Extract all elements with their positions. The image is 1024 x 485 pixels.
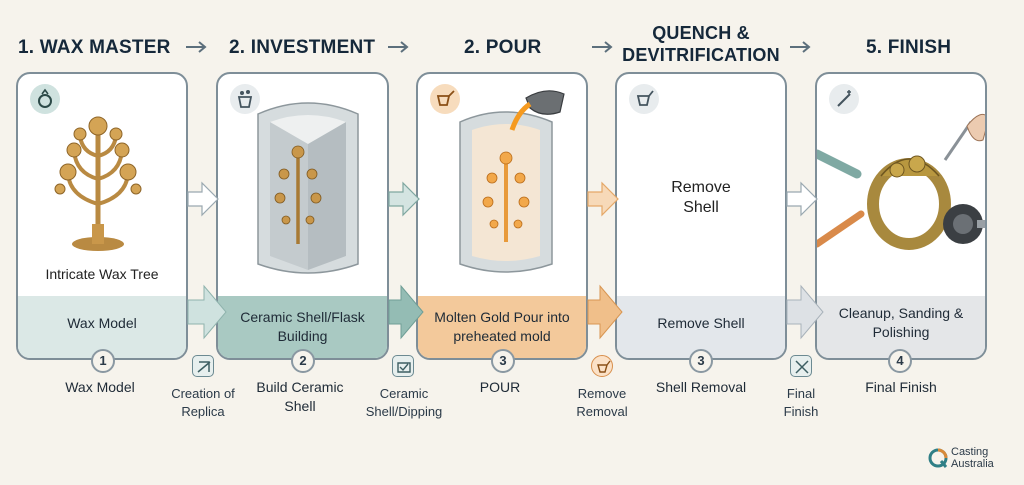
title-arrow-2 — [388, 41, 409, 53]
band-arrow-3 — [587, 284, 623, 340]
band-arrow-2 — [388, 284, 424, 340]
title-arrow-3 — [592, 41, 613, 53]
step-number-4: 4 — [888, 349, 912, 373]
title-arrow-1 — [186, 41, 207, 53]
sparkle-wand-icon — [829, 84, 859, 114]
transition-label-2: Ceramic Shell/Dipping — [365, 386, 443, 419]
stage-title-investment: 2. INVESTMENT — [229, 37, 376, 58]
transition-label-3: Remove Removal — [576, 386, 628, 419]
step-number-2: 2 — [291, 349, 315, 373]
step-label-pour: POUR — [479, 379, 521, 395]
band-wax: Wax Model — [18, 296, 186, 358]
band-text-finish: Cleanup, Sanding & Polishing — [838, 305, 964, 340]
card-text-wax: Intricate Wax Tree — [45, 266, 159, 282]
dipping-icon — [392, 355, 414, 377]
stage-title-wax-master: 1. WAX MASTER — [18, 37, 171, 58]
ladle-icon — [430, 84, 460, 114]
step-number-1: 1 — [91, 349, 115, 373]
pour-illustration — [459, 90, 565, 273]
wax-tree-illustration — [54, 116, 142, 251]
stage-title-finish: 5. FINISH — [866, 37, 952, 58]
stage-card-quench: Remove Shell Remove Shell — [615, 72, 787, 360]
step-label-investment: Build Ceramic Shell — [256, 379, 344, 414]
ring-icon — [30, 84, 60, 114]
step-label-finish: Final Finish — [865, 379, 937, 395]
stage-title-quench: QUENCH & DEVITRIFICATION — [622, 23, 780, 65]
step-number-3: 3 — [491, 349, 515, 373]
band-finish: Cleanup, Sanding & Polishing — [817, 296, 985, 358]
transition-label-4: Final Finish — [783, 386, 819, 419]
stage-title-pour: 2. POUR — [464, 37, 542, 58]
ring-polishing-illustration — [817, 113, 985, 250]
step-number-3b: 3 — [689, 349, 713, 373]
title-arrow-4 — [790, 41, 811, 53]
mid-arrow-1 — [187, 181, 219, 217]
step-label-quench: Shell Removal — [655, 379, 747, 395]
stage-card-investment: Ceramic Shell/Flask Building — [216, 72, 389, 360]
replica-icon — [192, 355, 214, 377]
logo-text-line1: Casting — [951, 446, 989, 458]
band-text-pour: Molten Gold Pour into preheated mold — [434, 309, 570, 344]
tools-icon — [790, 355, 812, 377]
bucket-icon — [230, 84, 260, 114]
quench-icon — [629, 84, 659, 114]
ceramic-shell-illustration — [257, 102, 359, 274]
band-arrow-1 — [187, 284, 227, 340]
band-quench: Remove Shell — [617, 296, 785, 358]
band-investment: Ceramic Shell/Flask Building — [218, 296, 387, 358]
band-text-wax: Wax Model — [67, 315, 137, 331]
transition-label-1: Creation of Replica — [171, 386, 235, 419]
band-pour: Molten Gold Pour into preheated mold — [418, 296, 586, 358]
logo-text-line2: Australia — [951, 458, 994, 470]
band-arrow-4 — [786, 284, 824, 340]
card-text-quench: Remove Shell — [671, 179, 731, 216]
stage-card-pour: Molten Gold Pour into preheated mold — [416, 72, 588, 360]
casting-australia-logo: Casting Australia — [928, 444, 1018, 474]
logo-mark-icon — [928, 448, 948, 468]
step-label-wax: Wax Model — [65, 379, 135, 395]
mid-arrow-4 — [786, 181, 818, 217]
mid-arrow-3 — [587, 181, 619, 217]
band-text-investment: Ceramic Shell/Flask Building — [240, 309, 365, 344]
stage-card-finish: Cleanup, Sanding & Polishing — [815, 72, 987, 360]
mid-arrow-2 — [388, 181, 420, 217]
band-text-quench: Remove Shell — [657, 315, 745, 331]
removal-icon — [591, 355, 613, 377]
